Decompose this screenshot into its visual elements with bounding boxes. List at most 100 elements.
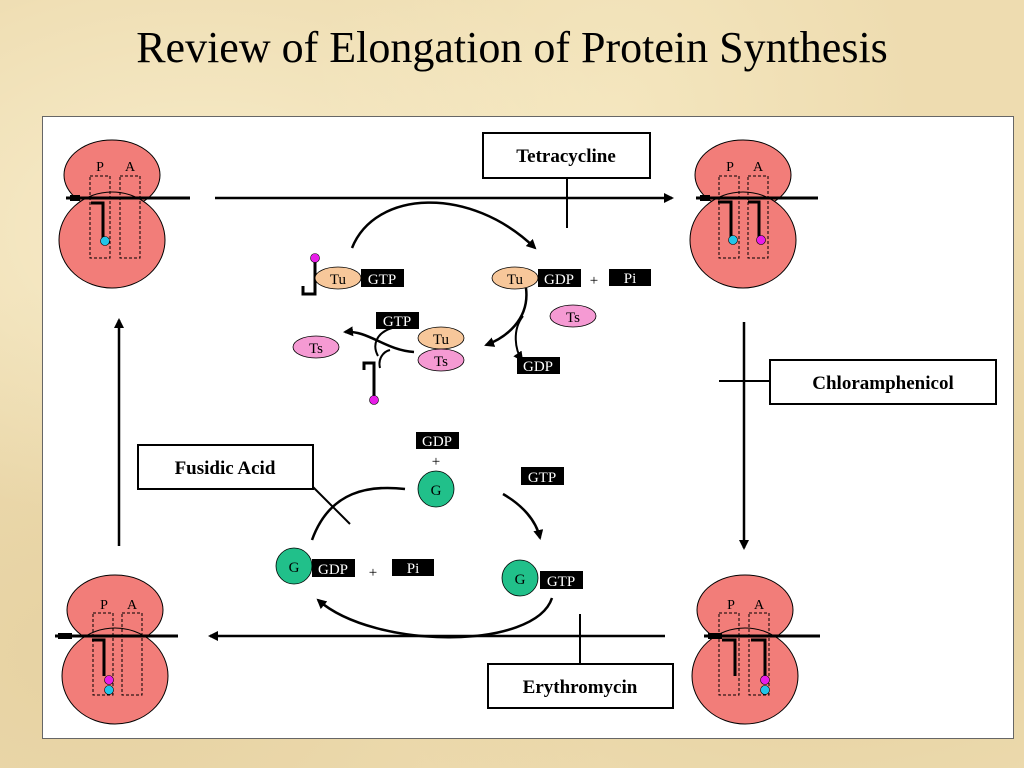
g-label: G [431, 483, 442, 499]
pi-badge-label: Pi [407, 561, 420, 577]
p-site-box [92, 612, 114, 696]
gtp-badge [540, 571, 583, 589]
p-site-box [89, 175, 111, 259]
amino-acid-dot [369, 395, 379, 405]
g-label: G [289, 560, 300, 576]
deacylated-trna [92, 638, 106, 676]
peptide-dot [760, 685, 770, 695]
slide-title: Review of Elongation of Protein Synthesi… [136, 23, 888, 72]
aminoacyl-trna-bound [301, 262, 317, 296]
peptide-dot [100, 236, 110, 246]
gdp-badge-label: GDP [523, 359, 553, 375]
p-site-box [718, 175, 740, 259]
p-site-label: P [727, 598, 735, 613]
tetracycline-box: Tetracycline [482, 132, 651, 179]
gdp-badge-label: GDP [422, 434, 452, 450]
erythromycin-label: Erythromycin [523, 677, 638, 698]
peptidyl-trna [718, 200, 733, 238]
p-site-label: P [96, 160, 104, 175]
ts-label: Ts [309, 341, 323, 357]
tu-label: Tu [433, 332, 450, 348]
gdp-badge [416, 432, 459, 449]
ts-factor [549, 304, 597, 328]
pi-badge [392, 559, 434, 576]
p-site-label: P [726, 160, 734, 175]
gdp-badge [517, 357, 560, 374]
peptide-dot [728, 235, 738, 245]
ts-factor [417, 348, 465, 372]
amino-acid-dot [756, 235, 766, 245]
chloramphenicol-label: Chloramphenicol [812, 373, 953, 394]
arrow-gtp-to-g [502, 492, 544, 540]
arrow-ts-exchange-curve [484, 287, 528, 347]
gdp-badge [538, 269, 581, 287]
fusidic-acid-box: Fusidic Acid [137, 444, 314, 490]
plus-sign: + [369, 565, 377, 581]
deacylated-trna [722, 638, 737, 676]
pi-badge [609, 269, 651, 286]
g-factor [417, 470, 455, 508]
arrow-g-recycle-curve [310, 486, 406, 541]
p-site-box [718, 612, 740, 696]
amino-acid-dot [760, 675, 770, 685]
ribosome-bottom-left: P A [55, 574, 178, 725]
gtp-badge-label: GTP [528, 470, 556, 486]
peptidyl-trna [751, 638, 767, 676]
tetracycline-label: Tetracycline [516, 146, 616, 167]
a-site-box [119, 175, 141, 259]
gtp-badge [376, 312, 419, 329]
mrna-end [70, 195, 80, 201]
gtp-badge [361, 269, 404, 287]
a-site-label: A [125, 160, 136, 175]
arrow-gtp-entry [374, 327, 393, 357]
a-site-label: A [127, 598, 138, 613]
tu-label: Tu [507, 272, 524, 288]
ribosome-large-subunit [58, 191, 166, 289]
mrna-end [700, 195, 710, 201]
mrna-end [708, 633, 722, 639]
gdp-badge-label: GDP [544, 272, 574, 288]
ts-factor [292, 335, 340, 359]
ribosome-bottom-right: P A [691, 574, 820, 725]
gtp-badge-label: GTP [547, 574, 575, 590]
g-label: G [515, 572, 526, 588]
ts-label: Ts [434, 354, 448, 370]
chloramphenicol-box: Chloramphenicol [769, 359, 997, 405]
peptidyl-trna [91, 201, 105, 240]
gdp-badge-label: GDP [318, 562, 348, 578]
a-site-label: A [753, 160, 764, 175]
amino-acid-dot [310, 253, 320, 263]
gtp-badge [521, 467, 564, 485]
arrow-tu-delivery-curve [350, 201, 537, 250]
p-site-label: P [100, 598, 108, 613]
mrna-end [58, 633, 72, 639]
ts-label: Ts [566, 310, 580, 326]
plus-sign: + [432, 454, 440, 470]
tu-label: Tu [330, 272, 347, 288]
arrow-g-hydrolysis-curve [316, 597, 554, 639]
pi-badge-label: Pi [624, 271, 637, 287]
a-site-box [747, 175, 769, 259]
fusidic-acid-label: Fusidic Acid [175, 458, 276, 479]
plus-sign: + [590, 273, 598, 289]
a-site-box [748, 612, 770, 696]
peptide-dot [104, 685, 114, 695]
aminoacyl-trna [748, 200, 761, 238]
amino-acid-dot [104, 675, 114, 685]
ribosome-large-subunit [689, 191, 797, 289]
ribosome-large-subunit [61, 627, 169, 725]
ribosome-top-right: P A [689, 139, 818, 289]
ribosome-top-left: P A [58, 139, 190, 289]
gtp-badge-label: GTP [368, 272, 396, 288]
aminoacyl-trna-free [362, 361, 376, 396]
arrow-aatrna-entry [378, 349, 391, 369]
ribosome-large-subunit [691, 627, 799, 725]
gdp-badge [312, 559, 355, 577]
fusidic-acid-block-line [311, 485, 351, 525]
erythromycin-box: Erythromycin [487, 663, 674, 709]
gtp-badge-label: GTP [383, 314, 411, 330]
a-site-label: A [754, 598, 765, 613]
a-site-box [121, 612, 143, 696]
g-factor [501, 559, 539, 597]
